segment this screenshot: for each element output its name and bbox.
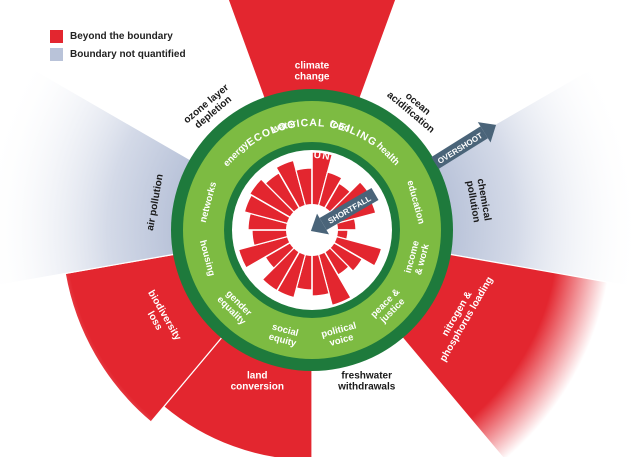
boundary-wedge-chemical-pollution <box>428 60 638 288</box>
boundary-wedge-biodiversity-loss <box>65 253 226 422</box>
boundary-divider <box>25 64 191 161</box>
boundary-divider <box>450 253 608 283</box>
legend-swatch-beyond <box>50 29 63 43</box>
boundary-wedge-climate-change <box>228 0 396 104</box>
shortfall-divider <box>242 229 313 271</box>
boundary-divider <box>227 0 265 98</box>
social-label-food: food <box>328 119 351 135</box>
boundary-divider <box>402 337 504 457</box>
boundary-divider <box>359 0 397 98</box>
shortfall-divider <box>271 229 313 300</box>
shortfall-divider <box>271 160 313 231</box>
legend: Beyond the boundary Boundary not quantif… <box>50 27 186 63</box>
boundary-divider <box>150 337 222 422</box>
legend-item-beyond: Beyond the boundary <box>50 27 186 45</box>
shortfall-divider <box>242 189 313 231</box>
legend-swatch-not-quantified <box>50 47 63 61</box>
boundary-wedge-nitrogen-and-phosphorus-loading <box>398 253 608 457</box>
legend-item-not-quantified: Boundary not quantified <box>50 45 186 63</box>
shortfall-divider <box>311 229 382 271</box>
boundary-wedge-air-pollution <box>0 65 196 286</box>
legend-label-not-quantified: Boundary not quantified <box>70 48 186 60</box>
boundary-divider <box>0 253 174 286</box>
legend-label-beyond: Beyond the boundary <box>70 30 173 42</box>
shortfall-divider <box>311 229 353 300</box>
